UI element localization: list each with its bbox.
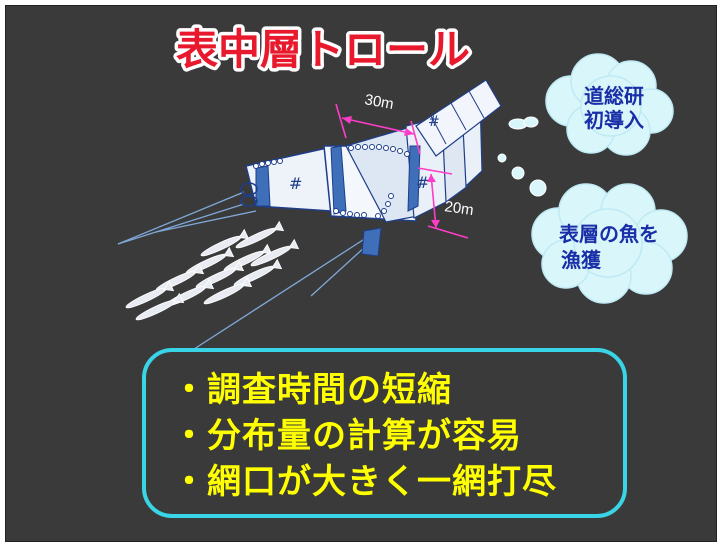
cloud-bubble-bottom [531, 183, 688, 304]
svg-text:#: # [289, 174, 302, 193]
bubble-top-line1: 道総研 [584, 84, 644, 108]
slide: 表中層トロール 表中層トロール [5, 5, 717, 542]
cloud-bubble-top [545, 53, 674, 156]
svg-text:#: # [428, 114, 440, 130]
tow-lines [117, 191, 367, 352]
title: 表中層トロール [176, 25, 470, 74]
dimension-height-label: 20m [443, 198, 474, 219]
benefits-box: ・調査時間の短縮 ・分布量の計算が容易 ・網口が大きく一網打尽 [142, 348, 627, 518]
dimension-30m [335, 103, 421, 155]
dimension-20m [417, 167, 469, 239]
benefit-item: ・調査時間の短縮 [172, 370, 452, 410]
bubble-bottom-line2: 漁獲 [561, 248, 602, 272]
thought-dots [497, 116, 547, 197]
bubble-bottom-line1: 表層の魚を [559, 222, 659, 246]
dimension-length-label: 30m [363, 91, 395, 113]
bubble-top-line2: 初導入 [584, 108, 644, 132]
fish-school [125, 220, 300, 321]
trawl-net: # # # [240, 79, 502, 257]
benefit-item: ・分布量の計算が容易 [172, 416, 522, 456]
trawl-diagram: 表中層トロール 表中層トロール [117, 22, 688, 352]
title-outline: 表中層トロール [176, 25, 470, 74]
svg-text:#: # [416, 173, 429, 192]
benefit-item: ・網口が大きく一網打尽 [172, 462, 557, 502]
